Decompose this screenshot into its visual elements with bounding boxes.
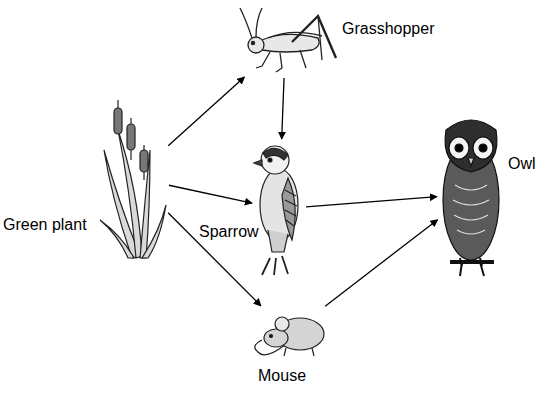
sparrow-picture xyxy=(254,146,298,275)
organism-label: Grasshopper xyxy=(342,19,435,38)
organism-label: Sparrow xyxy=(199,222,259,241)
mouse-picture xyxy=(255,317,324,356)
owl-picture xyxy=(443,120,499,276)
mouse-node: Mouse xyxy=(252,308,326,360)
grasshopper-node: Grasshopper xyxy=(238,5,333,75)
feeding-arrow xyxy=(168,77,244,146)
plant-node: Green plant xyxy=(100,95,166,260)
grasshopper-picture xyxy=(240,8,336,72)
feeding-arrow xyxy=(169,185,252,203)
feeding-arrow xyxy=(282,78,284,139)
feeding-arrow xyxy=(168,213,261,306)
sparrow-node: Sparrow xyxy=(255,142,303,276)
organism-label: Green plant xyxy=(3,215,87,234)
feeding-arrow xyxy=(306,197,437,207)
plant-picture xyxy=(100,100,166,258)
owl-node: Owl xyxy=(440,112,502,276)
organism-label: Mouse xyxy=(258,366,306,385)
feeding-arrow xyxy=(325,220,437,306)
organism-label: Owl xyxy=(508,154,536,173)
